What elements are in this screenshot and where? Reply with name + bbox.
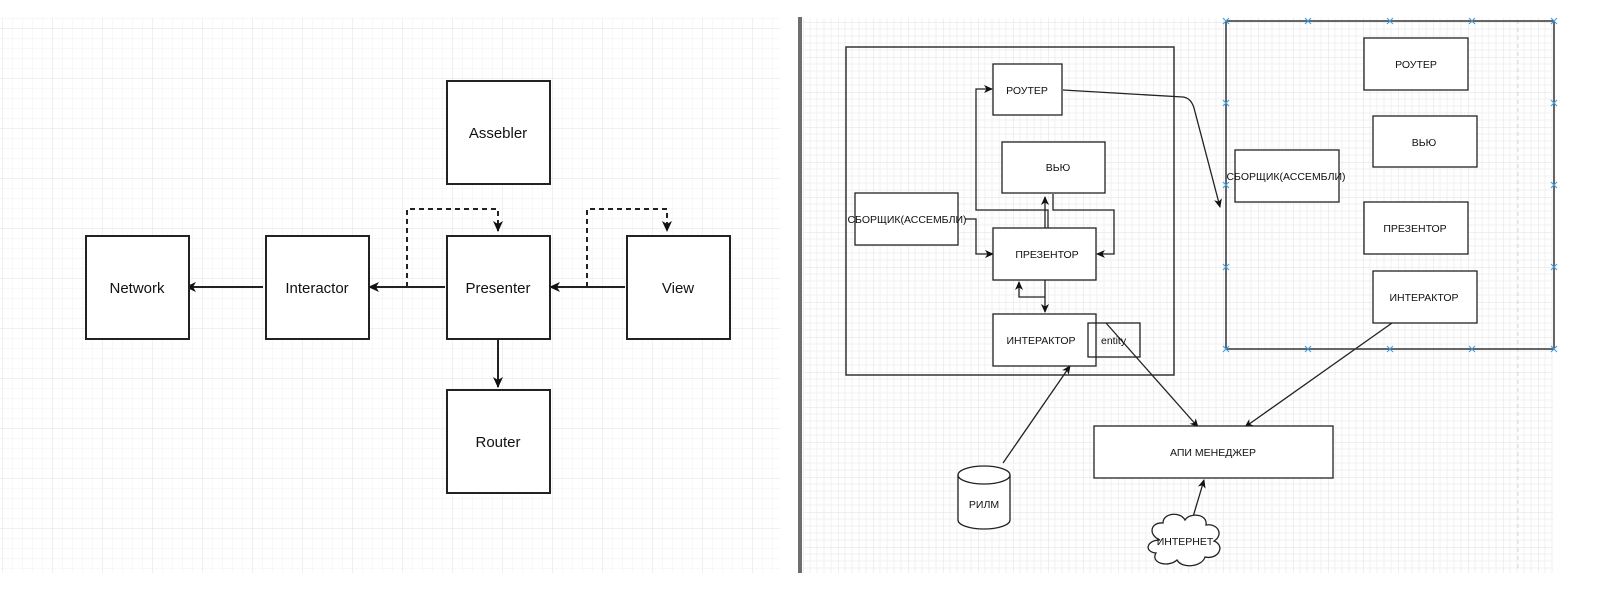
- edge-assembler-presenter[interactable]: [965, 218, 994, 258]
- box-assembler[interactable]: Assebler: [446, 80, 551, 185]
- module-b-interactor[interactable]: ИНТЕРАКТОР: [1372, 270, 1478, 324]
- box-interactor[interactable]: Interactor: [265, 235, 370, 340]
- module-b-router[interactable]: РОУТЕР: [1363, 37, 1469, 91]
- module-b-presenter[interactable]: ПРЕЗЕНТОР: [1363, 201, 1469, 255]
- module-a-container[interactable]: [845, 46, 1175, 376]
- edge-module-b-interactor-api[interactable]: [1244, 322, 1393, 428]
- internet-cloud[interactable]: ИНТЕРНЕТ: [1147, 513, 1221, 567]
- edge-interactor-presenter[interactable]: [1015, 281, 1045, 298]
- module-a-assembler-label: СБОРЩИК(АССЕМБЛИ): [847, 214, 966, 226]
- box-network[interactable]: Network: [85, 235, 190, 340]
- module-b-assembler[interactable]: СБОРЩИК(АССЕМБЛИ): [1226, 149, 1346, 203]
- database-realm[interactable]: РИЛМ: [957, 465, 1011, 530]
- box-presenter-label: Presenter: [465, 280, 530, 297]
- module-b-presenter-label: ПРЕЗЕНТОР: [1383, 223, 1446, 235]
- module-a-router[interactable]: РОУТЕР: [992, 63, 1063, 116]
- api-manager-label: АПИ МЕНЕДЖЕР: [1170, 447, 1256, 459]
- module-a-entity-label: entity: [1101, 335, 1127, 347]
- left-diagram: [185, 208, 672, 388]
- edge-db-interactor[interactable]: [1002, 365, 1071, 464]
- module-a-boxes: РОУТЕР ВЬЮ СБОРЩИК(АССЕМБЛИ) ПРЕЗЕНТОР И…: [847, 63, 1141, 367]
- box-network-label: Network: [109, 280, 165, 297]
- edge-dashed-interactor-presenter[interactable]: [406, 208, 503, 287]
- database-top: [957, 465, 1011, 485]
- cloud-icon: [1147, 513, 1221, 567]
- module-b-view-label: ВЬЮ: [1412, 137, 1437, 149]
- edge-entity-api[interactable]: [1105, 322, 1199, 428]
- box-router[interactable]: Router: [446, 389, 551, 494]
- box-assembler-label: Assebler: [469, 125, 527, 142]
- module-a-presenter[interactable]: ПРЕЗЕНТОР: [992, 227, 1097, 281]
- module-a-edges: [965, 85, 1393, 538]
- module-a-view[interactable]: ВЬЮ: [1001, 141, 1106, 194]
- edge-presenter-router[interactable]: [975, 85, 1049, 243]
- database-label: РИЛМ: [969, 499, 999, 511]
- module-a-router-label: РОУТЕР: [1006, 85, 1048, 97]
- module-a-assembler[interactable]: СБОРЩИК(АССЕМБЛИ): [847, 192, 967, 246]
- edge-dashed-presenter-view[interactable]: [586, 208, 672, 287]
- box-router-label: Router: [475, 434, 520, 451]
- module-b-interactor-label: ИНТЕРАКТОР: [1389, 292, 1458, 304]
- selection-handles[interactable]: [1222, 17, 1558, 353]
- module-b[interactable]: РОУТЕР ВЬЮ СБОРЩИК(АССЕМБЛИ) ПРЕЗЕНТОР И…: [1222, 17, 1558, 353]
- edge-router-to-module-b[interactable]: [1062, 89, 1222, 208]
- edge-view-presenter[interactable]: [1052, 194, 1115, 258]
- panel-divider: [798, 17, 802, 573]
- module-b-view[interactable]: ВЬЮ: [1372, 115, 1478, 168]
- box-view-label: View: [662, 280, 694, 297]
- module-a-view-label: ВЬЮ: [1046, 162, 1071, 174]
- module-a-presenter-label: ПРЕЗЕНТОР: [1015, 249, 1078, 261]
- module-a-interactor-label: ИНТЕРАКТОР: [1006, 335, 1075, 347]
- module-a-interactor[interactable]: ИНТЕРАКТОР: [992, 313, 1097, 367]
- module-a-entity[interactable]: entity: [1087, 322, 1141, 358]
- module-b-assembler-label: СБОРЩИК(АССЕМБЛИ): [1226, 171, 1345, 183]
- module-b-router-label: РОУТЕР: [1395, 59, 1437, 71]
- api-manager[interactable]: АПИ МЕНЕДЖЕР: [1093, 425, 1334, 479]
- box-presenter[interactable]: Presenter: [446, 235, 551, 340]
- left-boxes: Assebler Network Interactor Presenter Vi…: [85, 80, 731, 494]
- internet-label: ИНТЕРНЕТ: [1157, 536, 1214, 548]
- box-view[interactable]: View: [626, 235, 731, 340]
- box-interactor-label: Interactor: [285, 280, 348, 297]
- database-icon: [957, 475, 1011, 530]
